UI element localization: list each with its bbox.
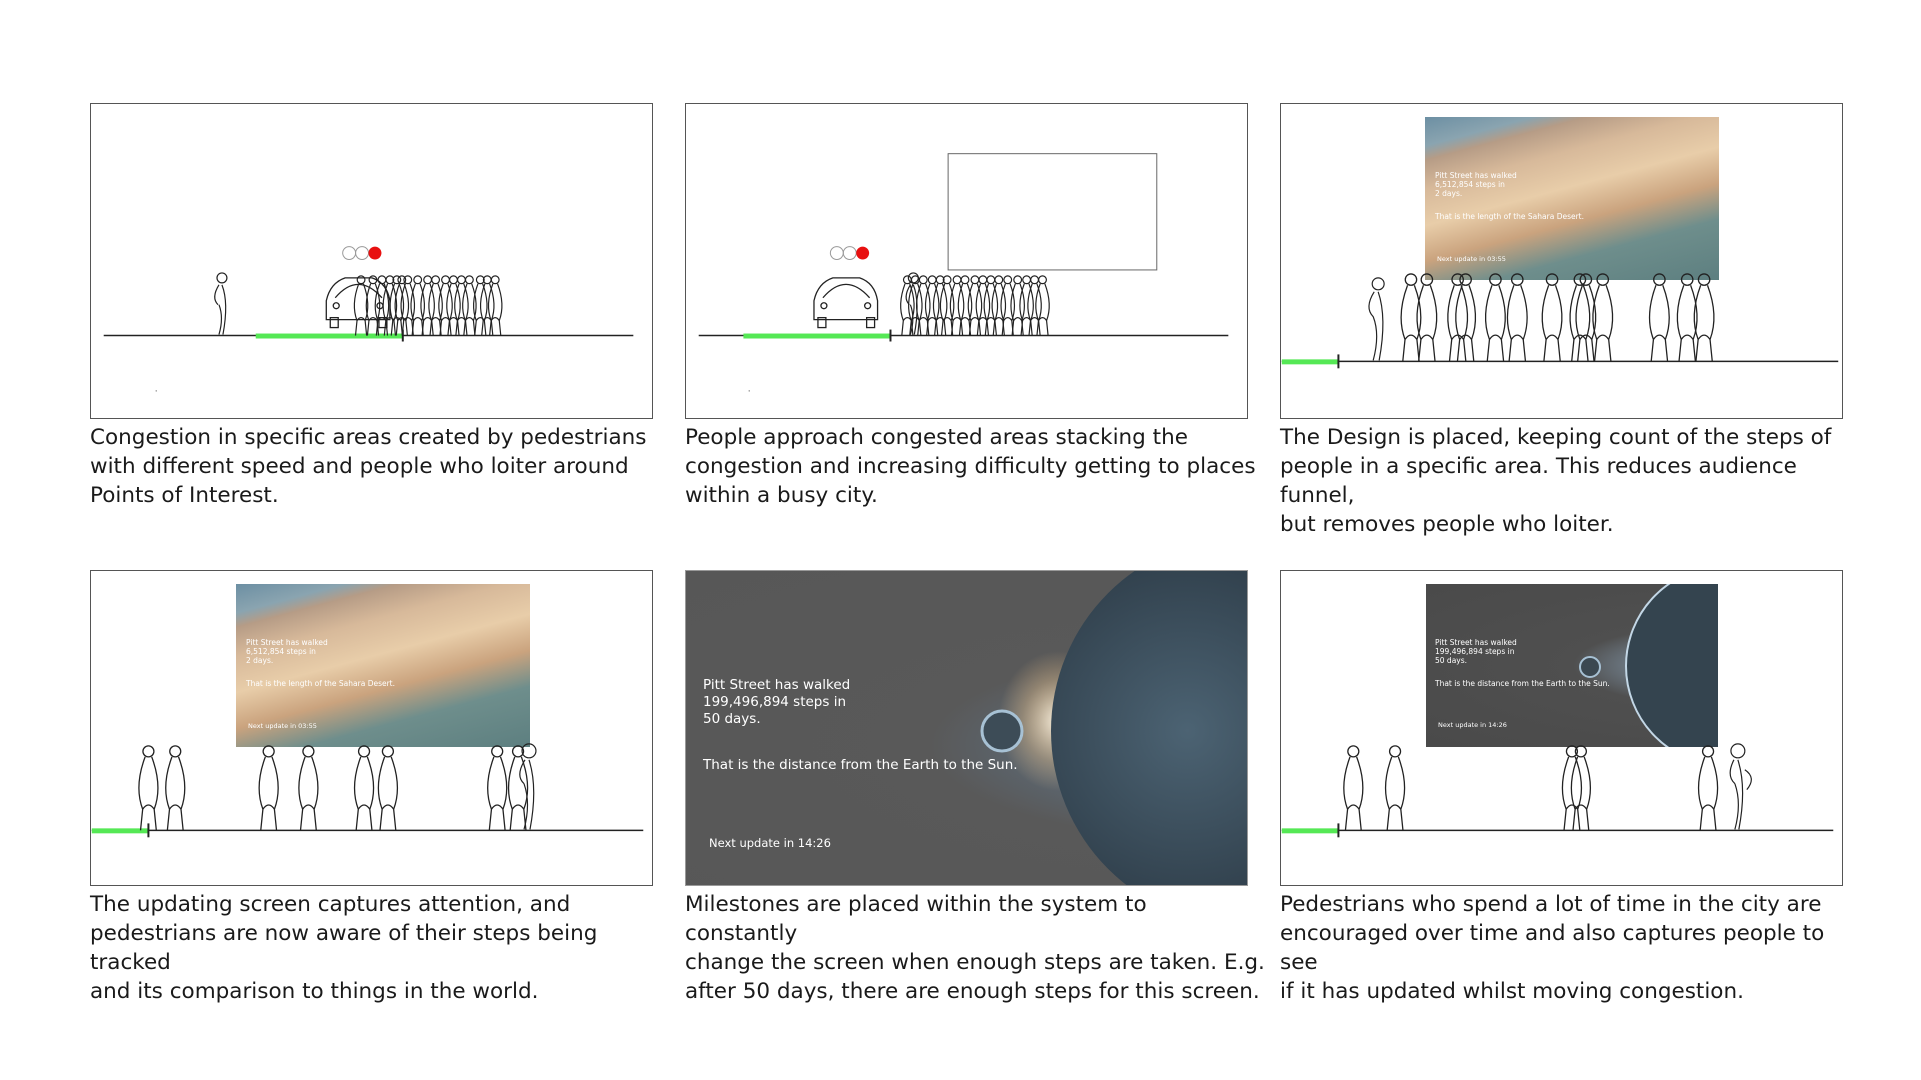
pedestrian-icon [394, 275, 410, 336]
pedestrian-crowd [1343, 745, 1719, 831]
panel-5: Pitt Street has walked 199,496,894 steps… [685, 570, 1248, 886]
pedestrian-icon [1569, 273, 1591, 362]
pedestrian-icon [487, 745, 508, 831]
pedestrian-crowd [353, 275, 503, 336]
pedestrian-icon [400, 275, 416, 336]
traffic-light-icon [342, 246, 382, 261]
svg-text:': ' [748, 389, 750, 398]
screen-stat: Pitt Street has walked 6,512,854 steps i… [246, 638, 328, 665]
progress-bar [1281, 828, 1339, 834]
caption-1: Congestion in specific areas created by … [90, 425, 647, 508]
pedestrian-icon [1400, 273, 1422, 362]
screen-comparison: That is the distance from the Earth to t… [1435, 679, 1610, 688]
moon-icon [1579, 656, 1601, 678]
pedestrian-icon [916, 275, 931, 336]
screen-next-update: Next update in 03:55 [1437, 255, 1506, 263]
traffic-light-icon [829, 246, 870, 261]
progress-bar [1281, 359, 1339, 365]
pedestrian-icon [1010, 275, 1025, 336]
pedestrian-icon [428, 275, 443, 336]
screen-next-update: Next update in 14:26 [709, 836, 831, 850]
pedestrian-icon [1570, 745, 1591, 831]
pedestrian-crowd [1400, 273, 1715, 362]
pedestrian-icon [1368, 277, 1385, 361]
desert-screen: Pitt Street has walked 6,512,854 steps i… [236, 584, 530, 747]
pedestrian-icon [1729, 743, 1752, 830]
panel-4: Pitt Street has walked 6,512,854 steps i… [90, 570, 653, 886]
pedestrian-icon [1541, 273, 1563, 362]
pedestrian-crowd [138, 745, 529, 831]
scene-approach: ' [698, 153, 1229, 398]
pedestrian-icon [939, 275, 955, 336]
pedestrian-icon [377, 745, 398, 831]
panel-1: ' [90, 103, 653, 419]
pedestrian-icon [487, 275, 503, 336]
empty-screen-frame [947, 153, 1158, 271]
scene-congestion: ' [103, 246, 634, 398]
pedestrian-icon [1676, 273, 1698, 362]
pedestrian-icon [353, 745, 375, 831]
panel-6: Pitt Street has walked 199,496,894 steps… [1280, 570, 1843, 886]
svg-text:': ' [155, 389, 157, 398]
moon-icon [980, 709, 1024, 753]
pedestrian-icon [957, 275, 973, 336]
pedestrian-icon [462, 275, 477, 336]
pedestrian-icon [1693, 273, 1715, 362]
pedestrian-icon [365, 275, 381, 336]
earth-icon [1625, 584, 1718, 747]
pedestrian-icon [1485, 273, 1506, 362]
pedestrian-icon [410, 275, 425, 336]
pedestrian-icon [353, 275, 369, 336]
pedestrian-icon [1384, 745, 1406, 831]
earth-icon [1051, 571, 1247, 885]
screen-next-update: Next update in 14:26 [1438, 721, 1507, 729]
pedestrian-icon [258, 745, 279, 831]
pedestrian-icon [1648, 273, 1670, 362]
progress-bar [91, 828, 149, 834]
progress-bar [255, 333, 403, 339]
screen-comparison: That is the length of the Sahara Desert. [1435, 212, 1585, 221]
pedestrian-icon [1416, 273, 1438, 362]
pedestrian-icon [1592, 273, 1614, 362]
panel-3: Pitt Street has walked 6,512,854 steps i… [1280, 103, 1843, 419]
pedestrian-icon [1000, 275, 1015, 336]
screen-stat: Pitt Street has walked 6,512,854 steps i… [1435, 171, 1517, 198]
screen-stat: Pitt Street has walked 199,496,894 steps… [703, 677, 851, 727]
earth-screen: Pitt Street has walked 199,496,894 steps… [686, 571, 1247, 885]
screen-next-update: Next update in 03:55 [248, 722, 317, 730]
pedestrian-icon [1697, 745, 1719, 831]
pedestrian-icon [1455, 273, 1477, 362]
pedestrian-icon [1447, 273, 1469, 362]
screen-comparison: That is the length of the Sahara Desert. [246, 679, 396, 688]
progress-bar [743, 333, 891, 339]
pedestrian-icon [1035, 275, 1050, 336]
caption-6: Pedestrians who spend a lot of time in t… [1280, 892, 1825, 1004]
caption-2: People approach congested areas stacking… [685, 425, 1256, 508]
screen-stat: Pitt Street has walked 199,496,894 steps… [1435, 638, 1517, 665]
pedestrian-icon [138, 745, 159, 831]
caption-5: Milestones are placed within the system … [685, 892, 1265, 1004]
desert-screen: Pitt Street has walked 6,512,854 steps i… [1425, 117, 1719, 280]
pedestrian-icon [1561, 745, 1583, 831]
scene-encouraged [1281, 743, 1834, 838]
scene-screen-attention [91, 743, 644, 838]
scene-design-placed [1281, 273, 1839, 369]
car-icon [813, 277, 879, 329]
panel-2: ' [685, 103, 1248, 419]
screen-comparison: That is the distance from the Earth to t… [703, 757, 1018, 773]
caption-3: The Design is placed, keeping count of t… [1280, 425, 1832, 537]
earth-screen: Pitt Street has walked 199,496,894 steps… [1426, 584, 1718, 747]
pedestrian-icon [1343, 745, 1364, 831]
pedestrian-icon [165, 745, 186, 831]
pedestrian-icon [1506, 273, 1528, 362]
pedestrian-crowd [900, 275, 1050, 336]
pedestrian-icon [991, 275, 1007, 336]
caption-4: The updating screen captures attention, … [90, 892, 598, 1004]
pedestrian-icon [214, 272, 228, 335]
pedestrian-icon [298, 745, 319, 831]
pedestrian-icon [507, 745, 529, 831]
pedestrian-icon [1575, 273, 1597, 362]
